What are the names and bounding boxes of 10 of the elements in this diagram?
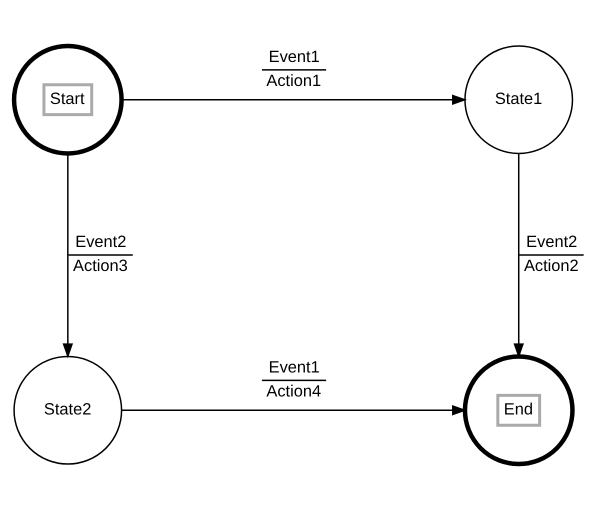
node-circle: State1 <box>464 45 574 154</box>
node-circle: End <box>462 354 575 466</box>
node-circle: Start <box>12 44 124 156</box>
arrow <box>62 154 74 358</box>
edge-label: Event1 Action4 <box>266 358 322 401</box>
edge-label: Event1 Action1 <box>266 48 322 90</box>
edge-label: Event2 Action2 <box>524 233 579 276</box>
arrow <box>122 94 467 105</box>
edge-label: Event2 Action3 <box>73 233 128 276</box>
node-circle: State2 <box>13 356 122 465</box>
